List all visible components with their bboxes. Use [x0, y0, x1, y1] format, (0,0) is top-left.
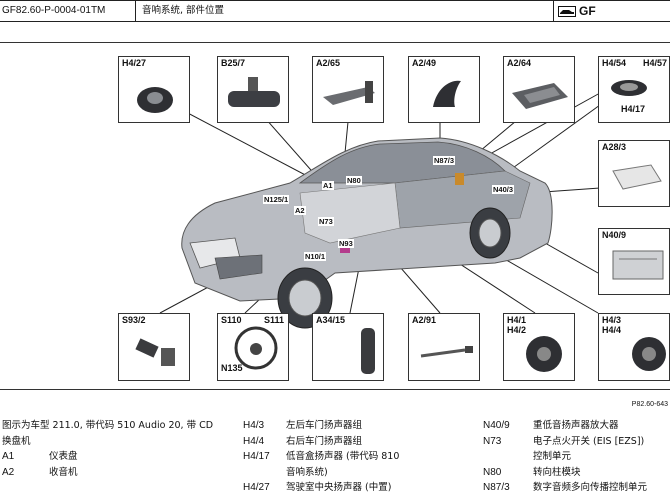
component-callout-a2-65: A2/65: [312, 56, 384, 123]
legend-row: 控制单元: [533, 451, 572, 462]
control-unit-icon: [612, 164, 662, 190]
brand-logo-text: GF: [579, 4, 596, 18]
car-label: N80: [346, 176, 362, 185]
component-location-diagram: N87/3 N40/3 N80 A1 N125/1 A2 N73 N93 N10…: [0, 42, 670, 390]
steering-wheel-icon: [234, 326, 278, 370]
car-label: A2: [294, 206, 306, 215]
antenna-module-icon: [512, 83, 568, 109]
component-callout-steering-wheel: S110 S111 N135: [217, 313, 289, 381]
rear-door-speaker-icon: [632, 337, 666, 371]
rearview-mirror-icon: [228, 77, 280, 107]
car-label: N93: [338, 239, 354, 248]
legend-row: 音响系统): [286, 466, 328, 478]
legend-column-1: 图示为车型 211.0, 带代码 510 Audio 20, 带 CD 换盘机 …: [2, 418, 217, 480]
doc-code: GF82.60-P-0004-01TM: [0, 1, 136, 21]
component-callout-n40-9: N40/9: [598, 228, 670, 295]
car-logo-icon: [558, 6, 576, 17]
amplifier-icon: [612, 250, 664, 280]
component-callout-a2-49: A2/49: [408, 56, 480, 123]
phone-handset-icon: [361, 328, 375, 374]
door-speaker-icon: [526, 336, 562, 372]
car-label: N73: [318, 217, 334, 226]
component-callout-b25-7: B25/7: [217, 56, 289, 123]
car-label: N125/1: [263, 195, 290, 204]
antenna-cable-icon: [420, 346, 473, 358]
car-label: N40/3: [492, 185, 515, 194]
car-body: [181, 137, 553, 329]
component-callout-a2-64: A2/64: [503, 56, 575, 123]
brand-logo: GF: [554, 1, 670, 21]
car-label: N10/1: [304, 252, 327, 261]
component-callout-h4-54-h4-57: H4/54 H4/57 H4/17: [598, 56, 670, 123]
switch-icon: [135, 338, 175, 366]
component-callout-s93-2: S93/2: [118, 313, 190, 381]
component-callout-h4-3-h4-4: H4/3 H4/4: [598, 313, 670, 381]
legend-intro: 图示为车型 211.0, 带代码 510 Audio 20, 带 CD 换盘机: [2, 420, 214, 447]
speaker-icon: [137, 87, 173, 113]
component-callout-a34-15: A34/15: [312, 313, 384, 381]
car-illustration: [159, 92, 601, 329]
car-label: A1: [322, 181, 334, 190]
figure-id: P82.60-643: [631, 401, 668, 408]
component-callout-h4-27: H4/27: [118, 56, 190, 123]
component-callout-h4-1-h4-2: H4/1 H4/2: [503, 313, 575, 381]
antenna-amplifier-icon: [323, 81, 375, 105]
component-callout-a28-3: A28/3: [598, 140, 670, 207]
doc-title: 音响系统, 部件位置: [136, 1, 554, 21]
roof-antenna-icon: [433, 80, 461, 107]
document-header: GF82.60-P-0004-01TM 音响系统, 部件位置 GF: [0, 0, 670, 22]
car-label: N87/3: [433, 156, 456, 165]
rear-speaker-icon: [611, 80, 647, 96]
component-callout-a2-91: A2/91: [408, 313, 480, 381]
